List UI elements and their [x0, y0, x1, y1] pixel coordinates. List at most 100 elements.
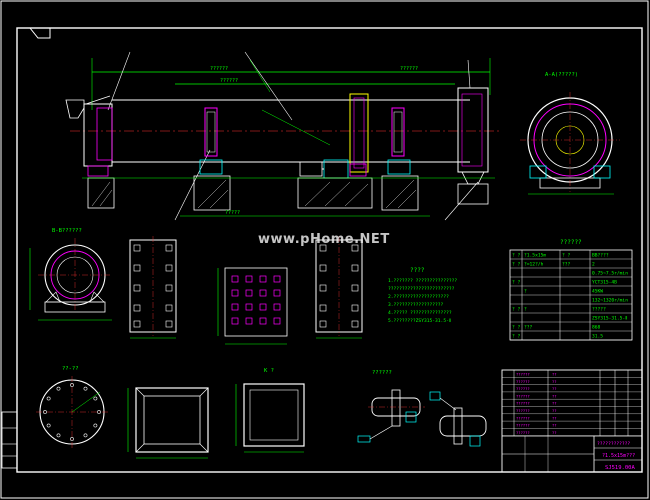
- spec-cell: ? ?: [512, 280, 521, 286]
- spec-cell: ZSY315-31.5-Ⅱ: [592, 316, 627, 322]
- leader-line: [467, 59, 471, 89]
- section-a-a-roller-left: [529, 165, 547, 179]
- bolt-hole: [165, 304, 173, 312]
- parts-cell: ??: [552, 423, 557, 428]
- parts-cell: ??????: [516, 401, 530, 406]
- tire-ring-2: [391, 107, 405, 157]
- flange-bolt-hole: [93, 396, 98, 401]
- detail-k-label: K ?: [264, 368, 274, 374]
- tire-ring-2-inner: [393, 111, 403, 153]
- bolt-hole: [319, 264, 327, 272]
- detail-k: K ?: [235, 368, 305, 453]
- girth-gear: [349, 93, 369, 173]
- square-corner: [135, 443, 145, 453]
- detail-square-a: [127, 387, 209, 459]
- square-frame-k-inner: [249, 389, 299, 441]
- hatch-line: [397, 189, 417, 209]
- parts-cell: ??????: [516, 423, 530, 428]
- pipe-fitting: [469, 435, 481, 447]
- parts-cell: ??????: [516, 408, 530, 413]
- parts-cell: ??????: [516, 379, 530, 384]
- bolt-hole: [165, 264, 173, 272]
- hatch-line: [344, 183, 369, 207]
- spec-cell: ?: [524, 289, 527, 295]
- pipe-leader: [369, 425, 393, 440]
- spec-cell: ? ?: [512, 334, 521, 340]
- bolt-hole: [273, 303, 281, 311]
- spec-cell: 0.75~7.5r/min: [592, 271, 628, 277]
- section-a-a: A-A(?????): [520, 72, 620, 195]
- parts-cell: ??????: [516, 386, 530, 391]
- notes-heading: ????: [410, 267, 425, 274]
- note-line: 1.??????? ???????????????: [388, 278, 457, 284]
- title-block: ???????????? ?1.5x15m??? SJ519.00A: [502, 435, 642, 472]
- bolt-hole: [231, 289, 239, 297]
- spec-cell: ?: [524, 307, 527, 313]
- watermark: www.pHome.NET: [258, 232, 390, 247]
- section-b-b-support-right: [89, 291, 105, 303]
- bolt-hole: [351, 284, 359, 292]
- motor: [299, 161, 323, 177]
- bolt-hole: [245, 289, 253, 297]
- pipe-flange-2: [453, 407, 463, 445]
- bolt-hole: [259, 289, 267, 297]
- spec-cell: ?=12?/h: [524, 262, 544, 268]
- parts-cell: ??????: [516, 430, 530, 435]
- support-roller-1: [199, 159, 223, 175]
- section-b-b-support-left: [45, 291, 61, 303]
- sheet-corner-tag: [28, 27, 51, 39]
- bolt-hole: [259, 317, 267, 325]
- spec-cell: 868: [592, 325, 601, 331]
- pipe-fitting: [357, 435, 371, 443]
- spec-table-heading: ??????: [560, 239, 582, 246]
- leader-line: [174, 149, 211, 221]
- bolt-hole: [259, 303, 267, 311]
- spec-cell: ?????: [592, 307, 606, 313]
- bolt-hole: [133, 304, 141, 312]
- bolt-hole: [245, 317, 253, 325]
- bolt-hole: [133, 284, 141, 292]
- foundation-hatch: [91, 179, 417, 209]
- feed-hood: [83, 103, 113, 167]
- tire-ring-1: [204, 107, 218, 157]
- spec-cell: YCT315-4B: [592, 280, 617, 286]
- dimension-text: ??????: [210, 66, 228, 72]
- parts-cell: ??: [552, 393, 557, 398]
- square-frame-k-outer: [243, 383, 305, 447]
- bolt-hole: [133, 320, 141, 328]
- section-b-b-base: [44, 301, 106, 313]
- title-block-designer: ????????????: [597, 441, 630, 447]
- detail-cc-label: ??-??: [62, 366, 79, 372]
- hatch-line: [91, 181, 111, 207]
- feed-hood-support: [87, 165, 109, 177]
- spec-cell: 31.5: [592, 334, 603, 340]
- hatch-line: [99, 189, 113, 207]
- hatch-line: [209, 189, 229, 209]
- flange-bolt-hole: [70, 383, 74, 387]
- square-frame-outer: [135, 387, 209, 453]
- spec-cell: ? ?: [512, 253, 521, 259]
- square-frame-inner: [143, 395, 201, 445]
- bolt-hole-group: [133, 244, 359, 328]
- note-line: ????????????????????????: [388, 286, 455, 292]
- pipe-flange: [391, 389, 401, 427]
- hatch-line: [304, 181, 331, 207]
- spec-cell: ? ?: [512, 262, 521, 268]
- dimension-text: ?????: [225, 210, 240, 216]
- spec-cell: ?1.5x15m: [524, 253, 546, 259]
- bolt-hole: [245, 275, 253, 283]
- note-line: 4.????? ???????????????: [388, 310, 452, 316]
- section-a-a-base: [539, 177, 601, 189]
- spec-cell: ? ?: [512, 307, 521, 313]
- parts-cell: ??: [552, 430, 557, 435]
- detail-ee: ??????: [357, 370, 487, 447]
- kiln-elevation: ?????? ?????? ??????: [65, 51, 500, 221]
- foundation-support-1: [193, 175, 231, 211]
- parts-cell: ??: [552, 415, 557, 420]
- bolt-hole: [351, 244, 359, 252]
- flange-bolt-hole: [83, 433, 88, 438]
- sheet-inner-border: [16, 27, 643, 473]
- pipe-fitting: [405, 411, 417, 423]
- spec-cell: BB????: [592, 253, 609, 259]
